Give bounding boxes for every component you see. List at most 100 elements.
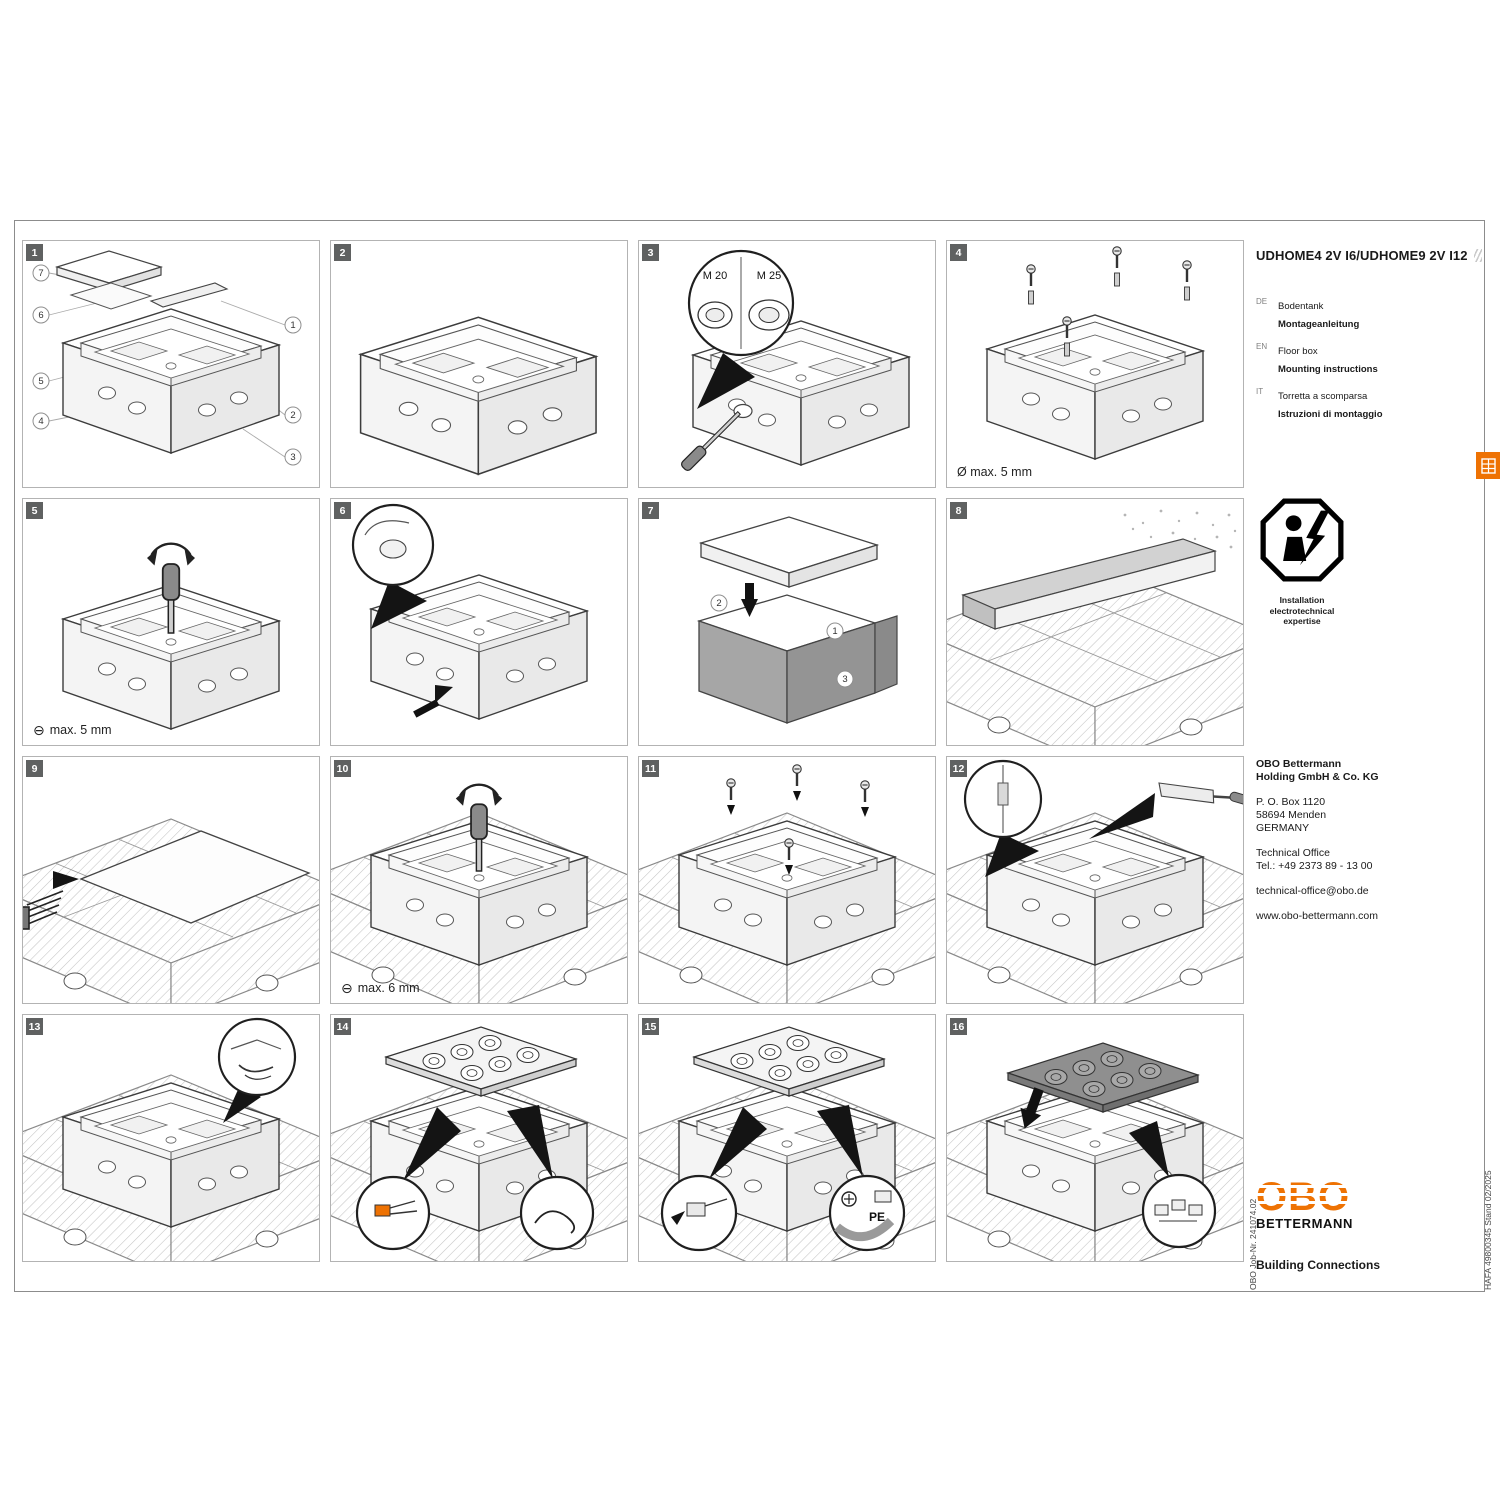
svg-text:2: 2	[290, 410, 295, 421]
step-panel-10: 10 ⊖max. 6 mm	[330, 756, 628, 1004]
step-panel-12: 12	[946, 756, 1244, 1004]
step-number-badge: 14	[334, 1018, 351, 1035]
magnifier-callout	[217, 1017, 297, 1097]
step-9-illustration	[23, 818, 319, 1003]
doc-subtitle: Montageanleitung	[1278, 319, 1360, 330]
logo-sub-text: BETTERMANN	[1256, 1216, 1353, 1231]
step-panel-9: 9	[22, 756, 320, 1004]
callout-numbers: 2 1 3	[710, 594, 854, 688]
info-sidebar: UDHOME4 2V I6/UDHOME9 2V I12 DE Bodentan…	[1256, 240, 1482, 1292]
knockout-size-label-m25: M 25	[757, 270, 781, 282]
step-number-badge: 5	[26, 502, 43, 519]
svg-text:3: 3	[842, 674, 847, 685]
doc-type: Torretta a scomparsa	[1278, 391, 1368, 402]
page-frame	[14, 220, 1485, 1292]
step-8-illustration	[947, 509, 1243, 745]
electrician-pictogram-icon	[1260, 498, 1344, 582]
doc-type: Floor box	[1278, 346, 1318, 357]
floorbox-category-tab	[1476, 452, 1500, 479]
step-14-illustration	[331, 1026, 627, 1261]
terminal-detail	[374, 1204, 391, 1217]
step-panel-6: 6	[330, 498, 628, 746]
svg-text:2: 2	[716, 598, 721, 609]
socket-detail	[1154, 1199, 1203, 1216]
step-1-illustration: 7 6 5 4 1 2 3	[32, 250, 302, 466]
language-row-en: EN Floor box Mounting instructions	[1256, 341, 1466, 377]
leveling-screws	[725, 763, 871, 875]
step-13-illustration	[23, 1017, 319, 1261]
screw-depth-note: ⊖max. 6 mm	[341, 980, 420, 996]
drill-diameter-note: Ø max. 5 mm	[957, 465, 1033, 479]
earth-strap-detail	[834, 1217, 895, 1242]
step-2-illustration	[359, 316, 597, 476]
doc-subtitle: Mounting instructions	[1278, 364, 1378, 375]
slot-screw-icon: ⊖	[341, 980, 353, 996]
job-number-vertical-text: OBO Job-Nr. 241074.02	[1248, 1198, 1258, 1290]
company-phone: Tel.: +49 2373 89 - 13 00	[1256, 860, 1373, 872]
step-15-illustration: PE	[639, 1026, 935, 1261]
insert-arrow-icon	[1020, 1087, 1044, 1129]
device-plate-drawing	[385, 1026, 577, 1097]
screw-depth-note: ⊖max. 5 mm	[33, 722, 112, 738]
magnifier-callout-right	[519, 1175, 595, 1251]
screed-board-drawing	[961, 538, 1217, 630]
step-4-illustration	[986, 245, 1204, 460]
callout-pointer-right	[507, 1105, 553, 1179]
step-number-badge: 12	[950, 760, 967, 777]
step-number-badge: 7	[642, 502, 659, 519]
step-number-badge: 9	[26, 760, 43, 777]
qualification-block: Installation electrotechnical expertise	[1260, 498, 1410, 627]
step-number-badge: 6	[334, 502, 351, 519]
step-panel-5: 5 ⊖max. 5 mm	[22, 498, 320, 746]
step-panel-8: 8	[946, 498, 1244, 746]
obo-logo: OBO BETTERMANN	[1256, 1175, 1446, 1243]
step-panel-15: 15 PE	[638, 1014, 936, 1262]
step-panel-11: 11	[638, 756, 936, 1004]
mounting-bracket-drawing	[149, 282, 229, 308]
product-title: UDHOME4 2V I6/UDHOME9 2V I12	[1256, 248, 1468, 263]
screwdriver-icon	[681, 411, 741, 471]
screed-speckles	[1123, 509, 1237, 551]
trowel-pointer	[1089, 793, 1155, 839]
fixing-screws	[1025, 245, 1193, 357]
step-panel-2: 2	[330, 240, 628, 488]
company-name: OBO Bettermann	[1256, 758, 1342, 770]
insert-arrow-icon	[741, 583, 758, 617]
callout-pointer	[985, 833, 1039, 877]
svg-text:3: 3	[290, 452, 295, 463]
callout-pointer-left	[403, 1107, 461, 1181]
callout-numbers: 7 6 5 4 1 2 3	[32, 264, 302, 466]
svg-text:1: 1	[832, 626, 837, 637]
step-number-badge: 16	[950, 1018, 967, 1035]
floorbox-grid-icon	[1480, 457, 1496, 474]
svg-text:6: 6	[38, 310, 43, 321]
language-code: IT	[1256, 387, 1264, 396]
step-number-badge: 3	[642, 244, 659, 261]
product-title-row: UDHOME4 2V I6/UDHOME9 2V I12	[1256, 248, 1482, 263]
company-address: P. O. Box 1120	[1256, 796, 1326, 808]
step-panel-14: 14	[330, 1014, 628, 1262]
svg-text:7: 7	[38, 268, 43, 279]
step-number-badge: 2	[334, 244, 351, 261]
floor-box-drawing	[986, 314, 1204, 460]
step-panel-3: 3 M 20 M 25	[638, 240, 936, 488]
step-panel-13: 13	[22, 1014, 320, 1262]
step-panel-16: 16	[946, 1014, 1244, 1262]
logo-brand-text: OBO	[1256, 1176, 1350, 1219]
step-number-badge: 10	[334, 760, 351, 777]
step-number-badge: 1	[26, 244, 43, 261]
step-5-illustration	[62, 542, 280, 730]
step-number-badge: 15	[642, 1018, 659, 1035]
step-10-illustration	[331, 783, 627, 1003]
title-hatch-decoration	[1473, 249, 1482, 262]
callout-pointer	[1129, 1121, 1169, 1177]
svg-text:4: 4	[38, 416, 43, 427]
step-number-badge: 8	[950, 502, 967, 519]
knockout-size-label-m20: M 20	[703, 270, 727, 282]
step-panel-1: 1 7 6 5 4 1	[22, 240, 320, 488]
wrapped-box-drawing	[696, 594, 898, 724]
language-row-de: DE Bodentank Montageanleitung	[1256, 296, 1466, 332]
magnifier-callout	[1141, 1173, 1217, 1249]
notched-trowel-icon	[23, 890, 64, 930]
